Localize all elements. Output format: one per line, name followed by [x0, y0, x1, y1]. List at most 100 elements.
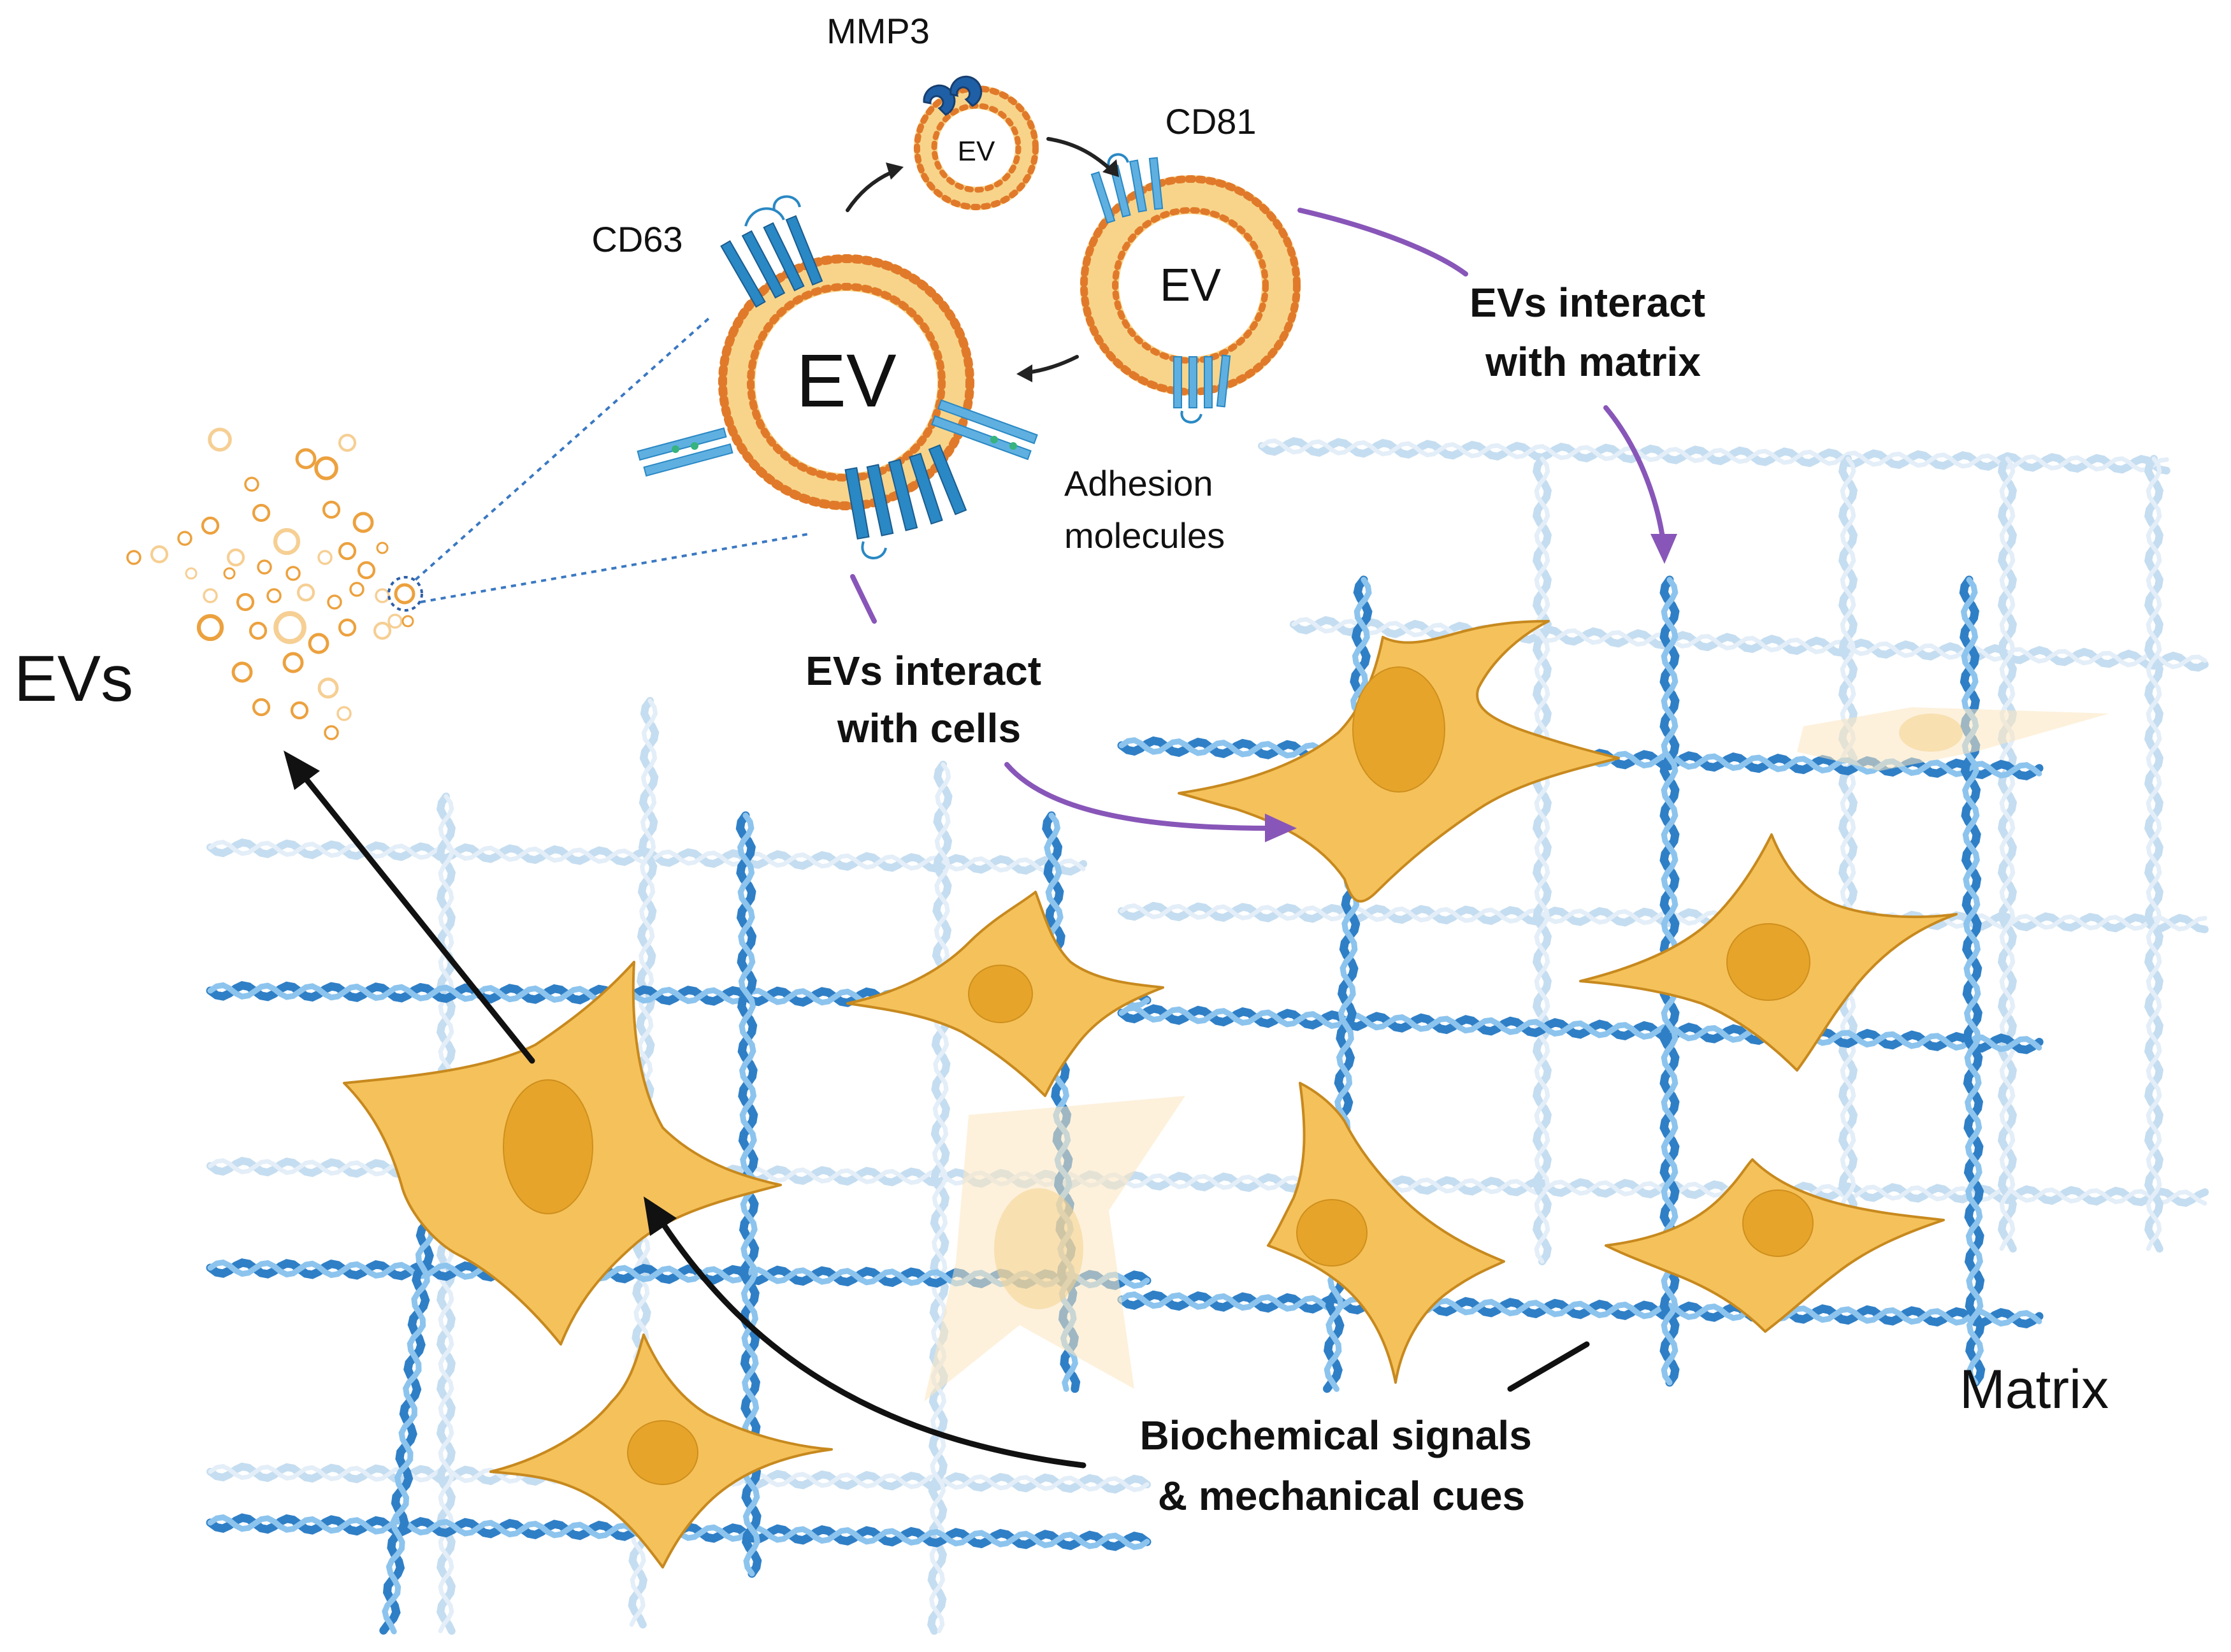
collagen-fiber-icon [927, 761, 953, 1635]
small-ev [914, 75, 1039, 210]
zoom-circle [387, 576, 423, 612]
vesicle-icon [349, 582, 365, 597]
vesicle-icon [273, 528, 301, 556]
vesicle-icon [177, 531, 192, 546]
nucleus-icon [968, 965, 1033, 1023]
vesicle-icon [394, 583, 415, 605]
vesicle-icon [236, 593, 255, 612]
interact-matrix-line2: with matrix [1485, 339, 1701, 385]
adhesion-line1: Adhesion [1064, 463, 1213, 503]
nucleus-icon [1726, 923, 1810, 1001]
ev-cloud [126, 427, 415, 740]
vesicle-icon [322, 500, 341, 519]
vesicle-icon [208, 427, 232, 452]
labels: EVs EV EV EV MMP3 CD81 CD63 Adhesion mol… [14, 11, 2109, 1519]
vesicle-icon [249, 621, 268, 640]
ev-small-label: EV [958, 136, 995, 167]
vesicle-icon [352, 512, 374, 533]
interact-cells-line2: with cells [837, 705, 1021, 751]
nucleus-icon [1742, 1189, 1814, 1257]
collagen-fiber-icon [1959, 575, 1986, 1387]
cells [343, 620, 1958, 1569]
interaction-arrows [850, 208, 1677, 842]
vesicle-icon [324, 725, 339, 740]
vesicle-icon [376, 542, 389, 554]
arrow-head [1650, 534, 1677, 564]
vesicle-icon [203, 588, 218, 603]
vesicle-icon [290, 701, 309, 720]
vesicle-icon [338, 433, 357, 452]
large-ev [637, 195, 1038, 559]
vesicle-icon [314, 456, 338, 480]
vesicle-icon [373, 621, 392, 640]
mmp3-label: MMP3 [827, 11, 930, 51]
ev-medium-label: EV [1160, 260, 1221, 311]
arrow-head [644, 1196, 677, 1236]
vesicle-icon [257, 559, 272, 575]
zoom-indicator [387, 317, 810, 612]
arrow-medium-to-large [1024, 355, 1079, 375]
collagen-fiber-icon [1117, 1290, 2044, 1329]
vesicle-icon [327, 594, 342, 610]
adhesion-line2: molecules [1064, 515, 1225, 556]
vesicle-icon [296, 583, 315, 602]
vesicle-icon [375, 588, 390, 603]
vesicle-icon [336, 706, 352, 721]
vesicle-icon [266, 588, 282, 603]
nucleus-icon [1296, 1199, 1368, 1267]
interact-matrix-line1: EVs interact [1469, 280, 1705, 326]
vesicle-icon [295, 448, 317, 470]
collagen-fiber-icon [1838, 455, 1858, 1253]
vesicle-icon [317, 677, 339, 699]
vesicle-icon [201, 516, 220, 535]
arrow-small-to-medium [1046, 137, 1114, 173]
vesicle-icon [338, 618, 357, 637]
nucleus-icon [1352, 666, 1445, 793]
interact-cells-line1: EVs interact [805, 648, 1041, 694]
evs-label: EVs [14, 642, 133, 715]
vesicle-icon [150, 545, 169, 564]
vesicle-icon [401, 615, 414, 628]
vesicle-icon [126, 550, 141, 565]
tetraspanin-icon [720, 195, 823, 308]
arrow-ev-to-matrix [1297, 208, 1468, 277]
vesicle-icon [223, 567, 236, 580]
collagen-fiber-icon [1290, 616, 2209, 672]
zoom-line-upper [414, 317, 710, 581]
enzyme-icon [923, 75, 983, 116]
vesicle-icon [357, 561, 376, 580]
collagen-fiber-icon [1117, 1004, 2044, 1054]
collagen-fiber-icon [379, 1219, 435, 1635]
vesicle-icon [387, 614, 403, 629]
collagen-fiber-icon [1532, 455, 1552, 1265]
faint-cells [924, 707, 2109, 1402]
arrow-head [284, 751, 320, 790]
collagen-fiber-icon [1997, 455, 2018, 1253]
vesicle-icon [273, 611, 307, 644]
arrow-large-to-small [846, 169, 897, 212]
membrane-outer-heads [718, 254, 974, 510]
vesicle-icon [252, 698, 271, 717]
signals-label: Biochemical signals & mechanical cues [1139, 1412, 1543, 1519]
signals-line2: & mechanical cues [1158, 1473, 1525, 1519]
interact-cells-label: EVs interact with cells [805, 648, 1053, 751]
adhesion-molecule-icon [637, 427, 733, 477]
cd63-label: CD63 [591, 219, 682, 259]
tetraspanin-icon [1173, 354, 1231, 424]
faint-nucleus-icon [1899, 714, 1963, 752]
vesicle-icon [308, 633, 329, 654]
ev-large-label: EV [796, 339, 897, 423]
vesicle-icon [285, 566, 301, 581]
faint-nucleus-icon [994, 1188, 1083, 1309]
arrow-ev-to-matrix-lower [1603, 405, 1666, 544]
collagen-fiber-icon [1258, 437, 2170, 475]
secretion-arrows [284, 751, 1590, 1469]
zoom-line-lower [420, 533, 810, 603]
ev-lumen [755, 291, 937, 473]
tetraspanin-icon [1090, 153, 1164, 224]
nucleus-icon [627, 1420, 698, 1485]
adhesion-label: Adhesion molecules [1064, 463, 1225, 556]
cell-icon [1267, 1082, 1505, 1384]
vesicle-icon [244, 477, 259, 492]
